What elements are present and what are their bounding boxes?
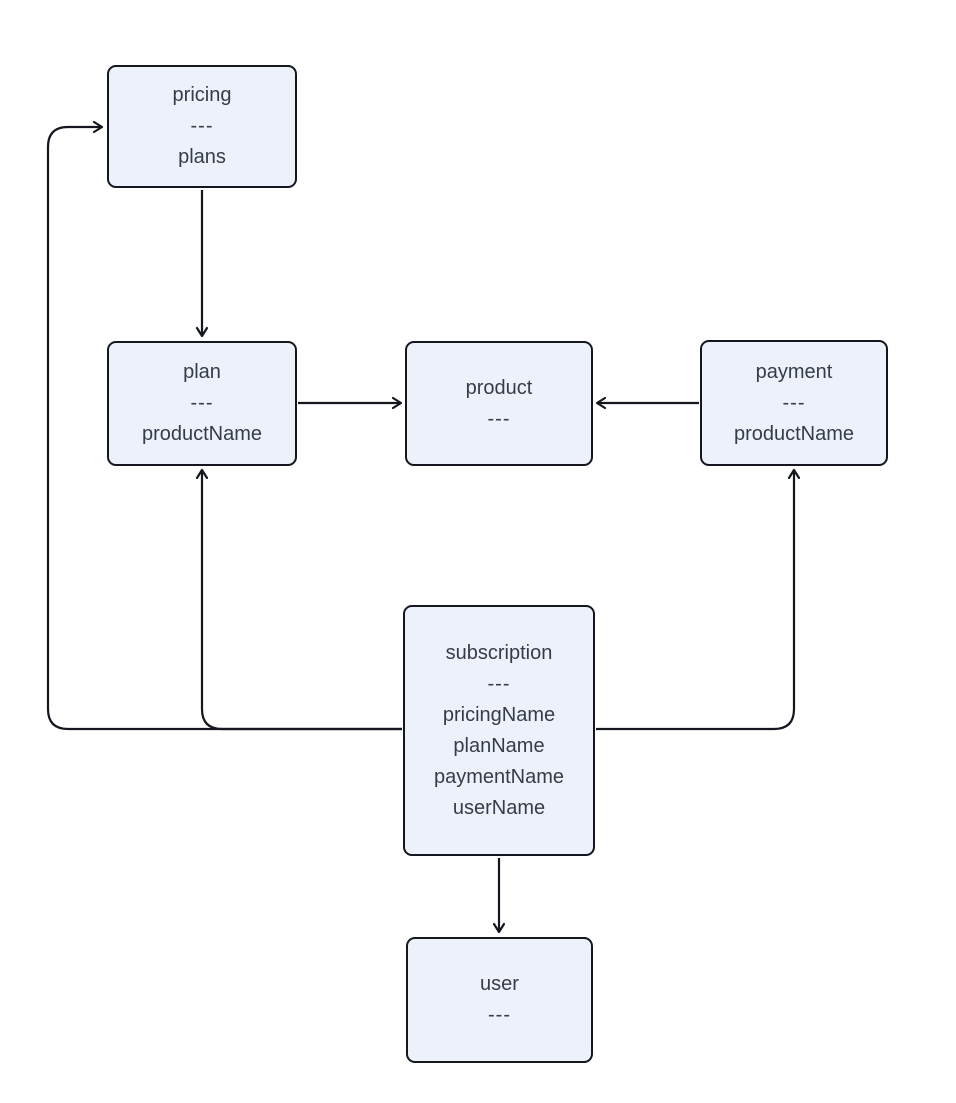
node-product-separator: --- [487, 407, 511, 430]
node-subscription-attribute: pricingName [442, 703, 556, 726]
node-subscription: subscription --- pricingName planName pa… [403, 605, 595, 856]
node-payment-attribute: productName [733, 422, 855, 445]
node-subscription-attribute: planName [453, 734, 545, 757]
node-subscription-attribute: paymentName [433, 765, 565, 788]
node-user-title: user [480, 973, 519, 995]
node-plan-title: plan [183, 361, 221, 383]
node-payment-title: payment [755, 360, 833, 383]
node-plan-attribute: productName [141, 423, 263, 445]
edge-subscription-payment [596, 468, 801, 731]
node-product: product --- [405, 341, 593, 466]
node-payment: payment --- productName [700, 340, 888, 466]
node-subscription-attribute: userName [452, 796, 546, 819]
edge-subscription-pricing [46, 120, 402, 731]
node-plan: plan --- productName [107, 341, 297, 466]
node-pricing-attribute: plans [178, 146, 226, 168]
node-payment-separator: --- [782, 391, 806, 414]
edge-subscription-plan [195, 468, 402, 731]
node-product-title: product [465, 376, 533, 399]
node-user-separator: --- [488, 1004, 511, 1026]
node-user: user --- [406, 937, 593, 1063]
node-pricing-title: pricing [172, 84, 232, 106]
node-plan-separator: --- [190, 392, 214, 414]
node-pricing-separator: --- [190, 115, 214, 137]
node-pricing: pricing --- plans [107, 65, 297, 188]
node-subscription-title: subscription [445, 641, 553, 664]
node-subscription-separator: --- [487, 672, 511, 695]
